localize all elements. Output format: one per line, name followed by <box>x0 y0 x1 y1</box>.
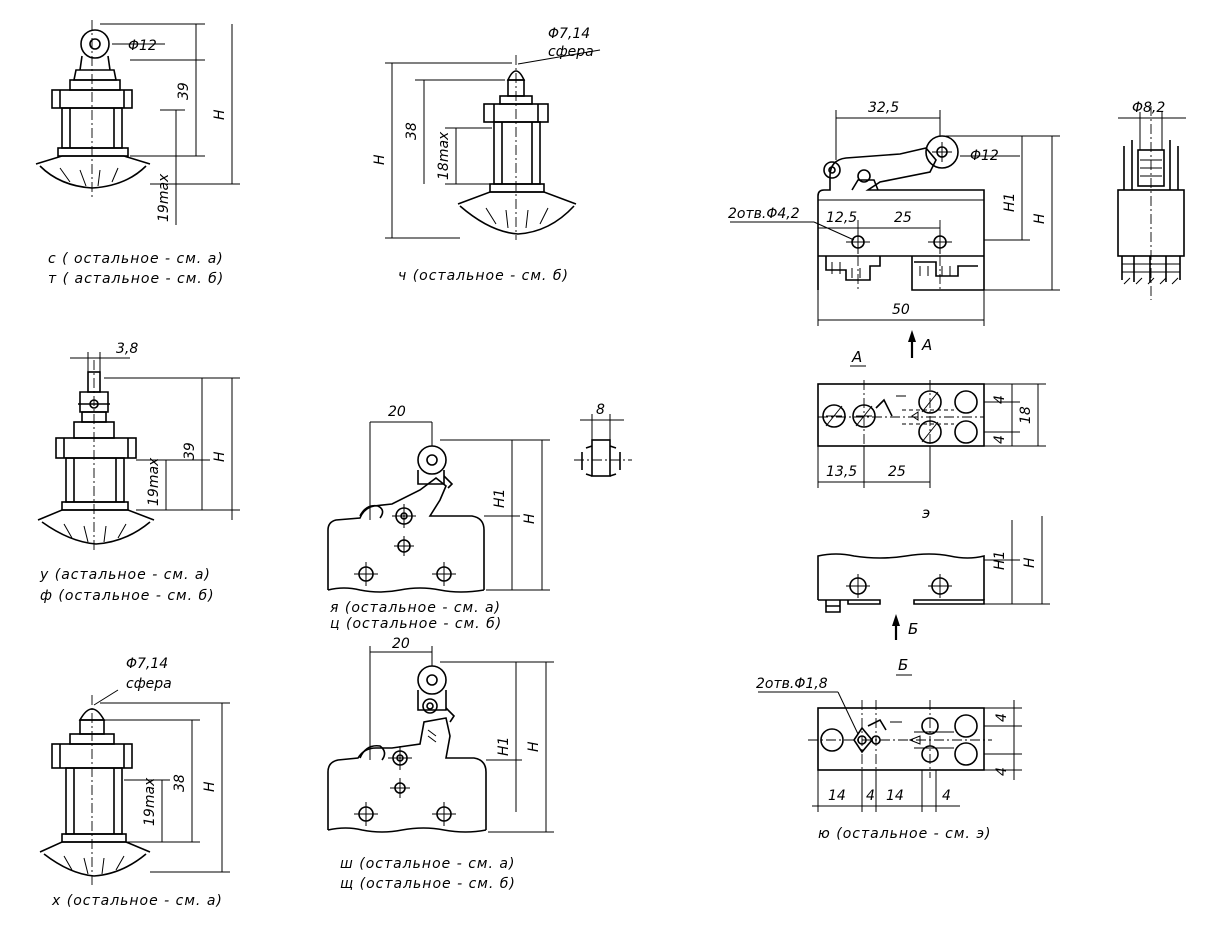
dim-38: 38 <box>404 122 420 140</box>
dim-H: H <box>1032 213 1048 224</box>
caption-sh: ш (остальное - см. а) <box>340 856 515 872</box>
dim-phi12: Φ12 <box>128 38 157 54</box>
dim-H1: H1 <box>1002 193 1018 212</box>
dim-8: 8 <box>596 402 605 418</box>
view-c-roller-plunger: Φ12 39 H 19max с ( остальное - см. а) т … <box>35 20 240 287</box>
view-main-roller-lever-switch: 32,5 Φ12 H1 H 12,5 25 2отв.Φ4,2 50 A <box>728 100 1186 358</box>
view-B-bottom-face: Б 2отв.Φ1,8 4 4 14 4 <box>756 656 1022 842</box>
dim-H: H <box>212 451 228 462</box>
caption-x: х (остальное - см. а) <box>51 893 223 909</box>
dim-25: 25 <box>888 464 906 480</box>
dim-39: 39 <box>176 82 192 100</box>
dim-18: 18 <box>1018 406 1034 424</box>
dim-4b: 4 <box>992 435 1008 444</box>
dim-25: 25 <box>894 210 912 226</box>
arrow-label-B: Б <box>908 620 918 638</box>
view-label-e: э <box>922 504 930 522</box>
caption-yu: ю (остальное - см. э) <box>818 826 991 842</box>
caption-c: с ( остальное - см. а) <box>48 251 224 267</box>
view-A-bottom-face: А 4 4 18 13,5 25 э <box>817 348 1046 522</box>
dim-20: 20 <box>388 404 406 420</box>
dim-phi12: Φ12 <box>970 148 999 164</box>
dim-4a: 4 <box>992 395 1008 404</box>
dim-4c: 4 <box>866 788 875 804</box>
caption-ts: ц (остальное - см. б) <box>330 616 502 632</box>
dim-4b: 4 <box>994 767 1010 776</box>
dim-50: 50 <box>892 302 910 318</box>
dim-H: H <box>526 741 542 752</box>
dim-3-8: 3,8 <box>116 341 138 357</box>
caption-y: у (астальное - см. а) <box>39 567 211 583</box>
caption-f: ф (остальное - см. б) <box>40 588 215 604</box>
view-label-B: Б <box>898 656 908 674</box>
dim-20: 20 <box>392 636 410 652</box>
dim-14a: 14 <box>828 788 846 804</box>
dim-12-5: 12,5 <box>826 210 857 226</box>
dim-sfera: сфера <box>126 676 172 692</box>
dim-18max: 18max <box>436 131 452 180</box>
caption-ch: ч (остальное - см. б) <box>398 268 569 284</box>
arrow-label-A: A <box>921 336 932 354</box>
dim-19max: 19max <box>146 457 162 506</box>
dim-phi714: Φ7,14 <box>548 26 590 42</box>
view-x-sphere-plunger: Φ7,14 сфера 38 19max H х (остальное - см… <box>39 656 230 909</box>
view-ch-sphere-plunger: Φ7,14 сфера H 38 18max ч (остальное - см… <box>372 26 601 284</box>
dim-phi714: Φ7,14 <box>126 656 168 672</box>
dim-H1: H1 <box>496 737 512 756</box>
dim-32-5: 32,5 <box>868 100 899 116</box>
dim-4d: 4 <box>942 788 951 804</box>
dim-holes-1-8: 2отв.Φ1,8 <box>756 676 828 692</box>
view-y-blade-plunger: 3,8 39 H 19max у (астальное - см. а) ф (… <box>37 341 240 604</box>
caption-t: т ( астальное - см. б) <box>48 271 224 287</box>
dim-H: H <box>372 154 388 165</box>
dim-phi8-2: Φ8,2 <box>1132 100 1165 116</box>
dim-H1: H1 <box>492 489 508 508</box>
dim-19max: 19max <box>142 777 158 826</box>
view-label-A: А <box>851 348 862 366</box>
dim-19max: 19max <box>156 173 172 222</box>
dim-sfera: сфера <box>548 44 594 60</box>
dim-39: 39 <box>182 442 198 460</box>
dim-holes-4-2: 2отв.Φ4,2 <box>728 206 800 222</box>
dim-H: H <box>522 513 538 524</box>
dim-H: H <box>202 781 218 792</box>
dim-H: H <box>1022 557 1038 568</box>
dim-13-5: 13,5 <box>826 464 857 480</box>
view-ya-roller-lever: 20 H1 H 8 я (остальное - см. а) ц (остал… <box>327 402 632 632</box>
dim-4a: 4 <box>994 713 1010 722</box>
dim-14b: 14 <box>886 788 904 804</box>
view-sh-roller-lever: 20 H1 H ш (остальное - см. а) щ (остальн… <box>327 636 554 892</box>
dim-H: H <box>212 109 228 120</box>
view-B-variant-body: H1 H Б <box>817 516 1050 640</box>
dim-H1: H1 <box>992 551 1008 570</box>
caption-shch: щ (остальное - см. б) <box>340 876 516 892</box>
dim-38: 38 <box>172 774 188 792</box>
caption-ya: я (остальное - см. а) <box>330 600 501 616</box>
